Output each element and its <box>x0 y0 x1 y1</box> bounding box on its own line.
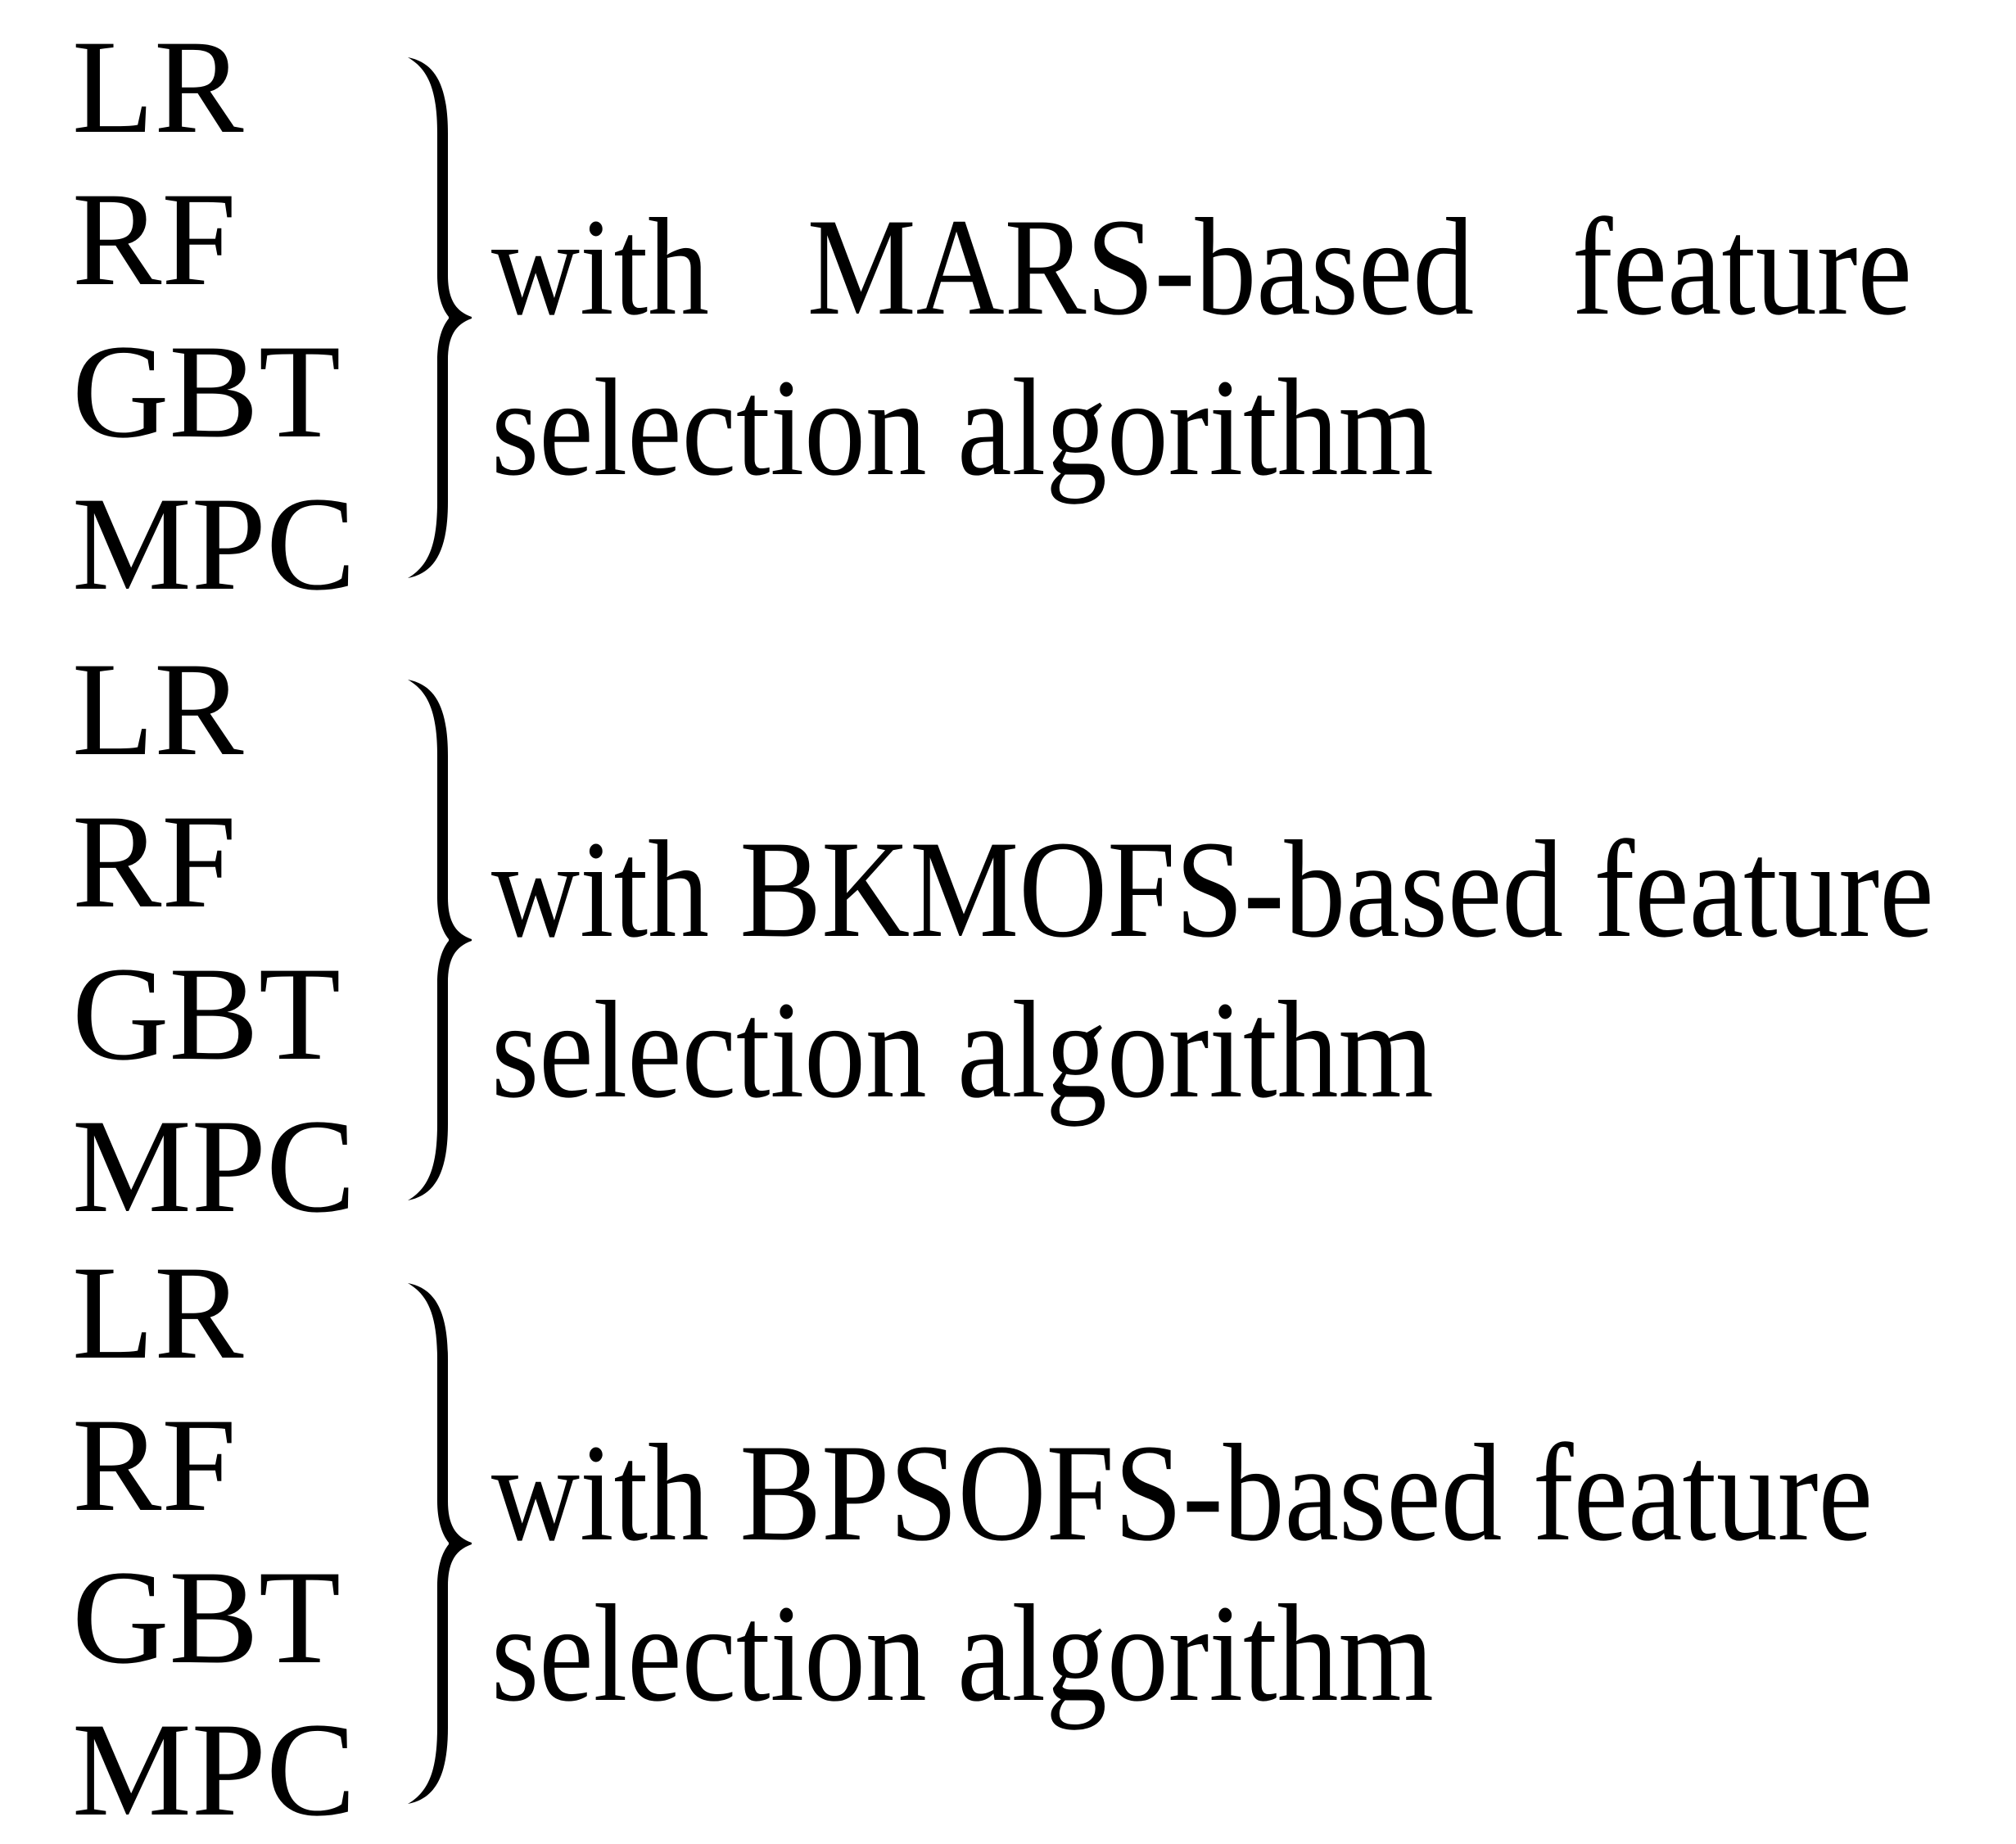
model-group-bkmofs: LR RF GBT MPC with BKMOFS-based feature … <box>0 622 2016 1241</box>
model-label: RF <box>72 788 237 936</box>
group-description: with MARS-based feature selection algori… <box>491 187 1912 508</box>
model-list: LR RF GBT MPC <box>72 11 355 621</box>
description-line: with MARS-based feature <box>491 190 1913 344</box>
description-line: selection algorithm <box>491 1576 1434 1730</box>
curly-brace-icon <box>408 1283 472 1804</box>
model-list: LR RF GBT MPC <box>72 1237 355 1844</box>
description-line: selection algorithm <box>491 973 1434 1127</box>
model-label: LR <box>72 13 244 161</box>
model-list: LR RF GBT MPC <box>72 634 355 1243</box>
model-label: RF <box>72 165 237 314</box>
model-label: MPC <box>72 1092 356 1241</box>
model-label: GBT <box>72 940 341 1088</box>
description-line: with BKMOFS-based feature <box>491 812 1934 966</box>
model-group-mars: LR RF GBT MPC with MARS-based feature se… <box>0 0 2016 618</box>
model-group-bpsofs: LR RF GBT MPC with BPSOFS-based feature … <box>0 1226 2016 1844</box>
curly-brace-icon <box>408 57 472 578</box>
curly-brace-icon <box>408 680 472 1200</box>
description-line: selection algorithm <box>491 350 1434 504</box>
description-line: with BPSOFS-based feature <box>491 1416 1874 1570</box>
model-label: GBT <box>72 318 341 466</box>
group-description: with BPSOFS-based feature selection algo… <box>491 1412 1873 1733</box>
model-label: RF <box>72 1391 237 1539</box>
model-label: LR <box>72 635 244 784</box>
group-description: with BKMOFS-based feature selection algo… <box>491 809 1934 1130</box>
model-label: MPC <box>72 470 356 618</box>
model-label: MPC <box>72 1696 356 1844</box>
model-label: LR <box>72 1239 244 1387</box>
model-label: GBT <box>72 1543 341 1692</box>
